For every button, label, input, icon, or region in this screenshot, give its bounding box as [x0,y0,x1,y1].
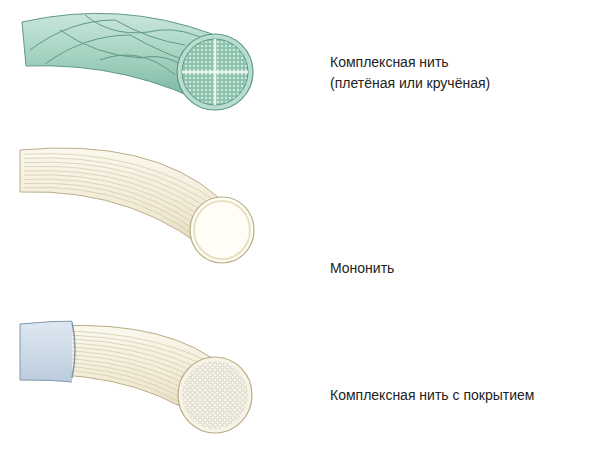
fiber-line [24,158,220,210]
fiber-line [24,183,220,250]
thread-label: Комплексная нить (плетёная или кручёная) [330,52,502,94]
thread-label: Мононить [330,258,530,279]
braided-thread [22,13,253,110]
coated-thread [20,321,252,436]
monofilament-thread [20,148,254,263]
thread-label: Комплексная нить с покрытием [330,385,590,406]
fiber-line [24,154,220,204]
